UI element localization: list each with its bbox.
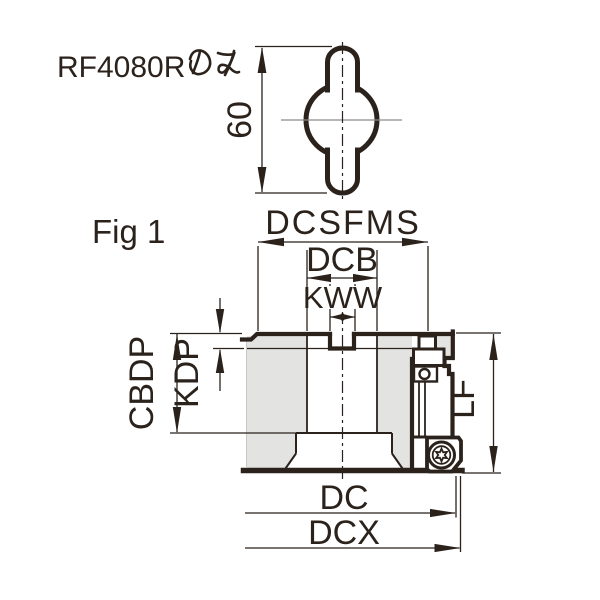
arrowhead-up	[489, 334, 498, 360]
dim-label-dc: DC	[319, 479, 368, 517]
note-latin-text: RF4080R	[57, 51, 185, 84]
body-right-contour	[442, 329, 455, 440]
arrowhead-up	[172, 334, 182, 360]
arrowhead-down	[257, 167, 267, 193]
arrowhead-up	[257, 47, 267, 73]
arrowhead-right	[434, 543, 461, 553]
arrowhead-down	[215, 309, 225, 334]
dim-dcb: DCB	[306, 241, 378, 331]
dim-dcx: DCX	[245, 476, 462, 553]
torx-screw-ring	[431, 445, 452, 465]
no-kana-glyph	[188, 49, 212, 76]
top-face-left	[239, 331, 333, 342]
arrowhead-right	[341, 313, 355, 321]
dim-label-lf: LF	[444, 379, 482, 419]
arrowhead-left	[307, 273, 331, 283]
dim-label-dcb: DCB	[306, 241, 378, 279]
insert-cartridge-assembly	[409, 329, 463, 474]
dim-label-dcx: DCX	[308, 514, 380, 552]
dim-label-dcsfms: DCSFMS	[265, 204, 421, 242]
dim-knob-height: 60	[221, 45, 332, 194]
arrowhead-right	[430, 508, 456, 518]
dim-dc: DC	[245, 476, 457, 518]
arrowhead-right	[353, 273, 377, 283]
clamp-screw-head	[417, 334, 437, 351]
dim-label-cbdp: CBDP	[123, 336, 161, 430]
clamp-block	[412, 347, 446, 367]
cutter-body-section	[239, 312, 465, 479]
keyway-notch	[327, 331, 357, 351]
torx-star-icon	[434, 446, 449, 464]
figure-label: Fig 1	[92, 213, 165, 250]
dim-label-kww: KWW	[303, 280, 383, 315]
dim-kdp: KDP	[168, 298, 244, 408]
arrowhead-down	[489, 446, 498, 472]
label-mask	[314, 286, 371, 309]
section-fill-pocket-corner	[436, 335, 452, 357]
arrowhead-right	[402, 237, 428, 247]
arrowhead-down	[172, 407, 182, 433]
section-fill-left	[247, 336, 307, 468]
locator-pin	[418, 367, 431, 381]
mi-kana-glyph	[216, 49, 241, 77]
arrowhead-up	[215, 348, 225, 373]
note-rf4080r: RF4080R	[57, 49, 241, 84]
dim-lf: LF	[444, 332, 501, 474]
arrowhead-left	[330, 313, 344, 321]
drive-knob-view	[281, 42, 402, 200]
hub-boss	[284, 433, 404, 470]
section-fill-right	[377, 336, 412, 468]
dim-label-kdp: KDP	[168, 338, 206, 408]
dim-label-60: 60	[221, 101, 259, 139]
dim-dcsfms: DCSFMS	[257, 204, 429, 331]
arrowhead-left	[258, 237, 284, 247]
dim-cbdp: CBDP	[123, 334, 296, 434]
knob-bottom-lug	[325, 147, 360, 196]
dim-kww: KWW	[303, 280, 383, 331]
